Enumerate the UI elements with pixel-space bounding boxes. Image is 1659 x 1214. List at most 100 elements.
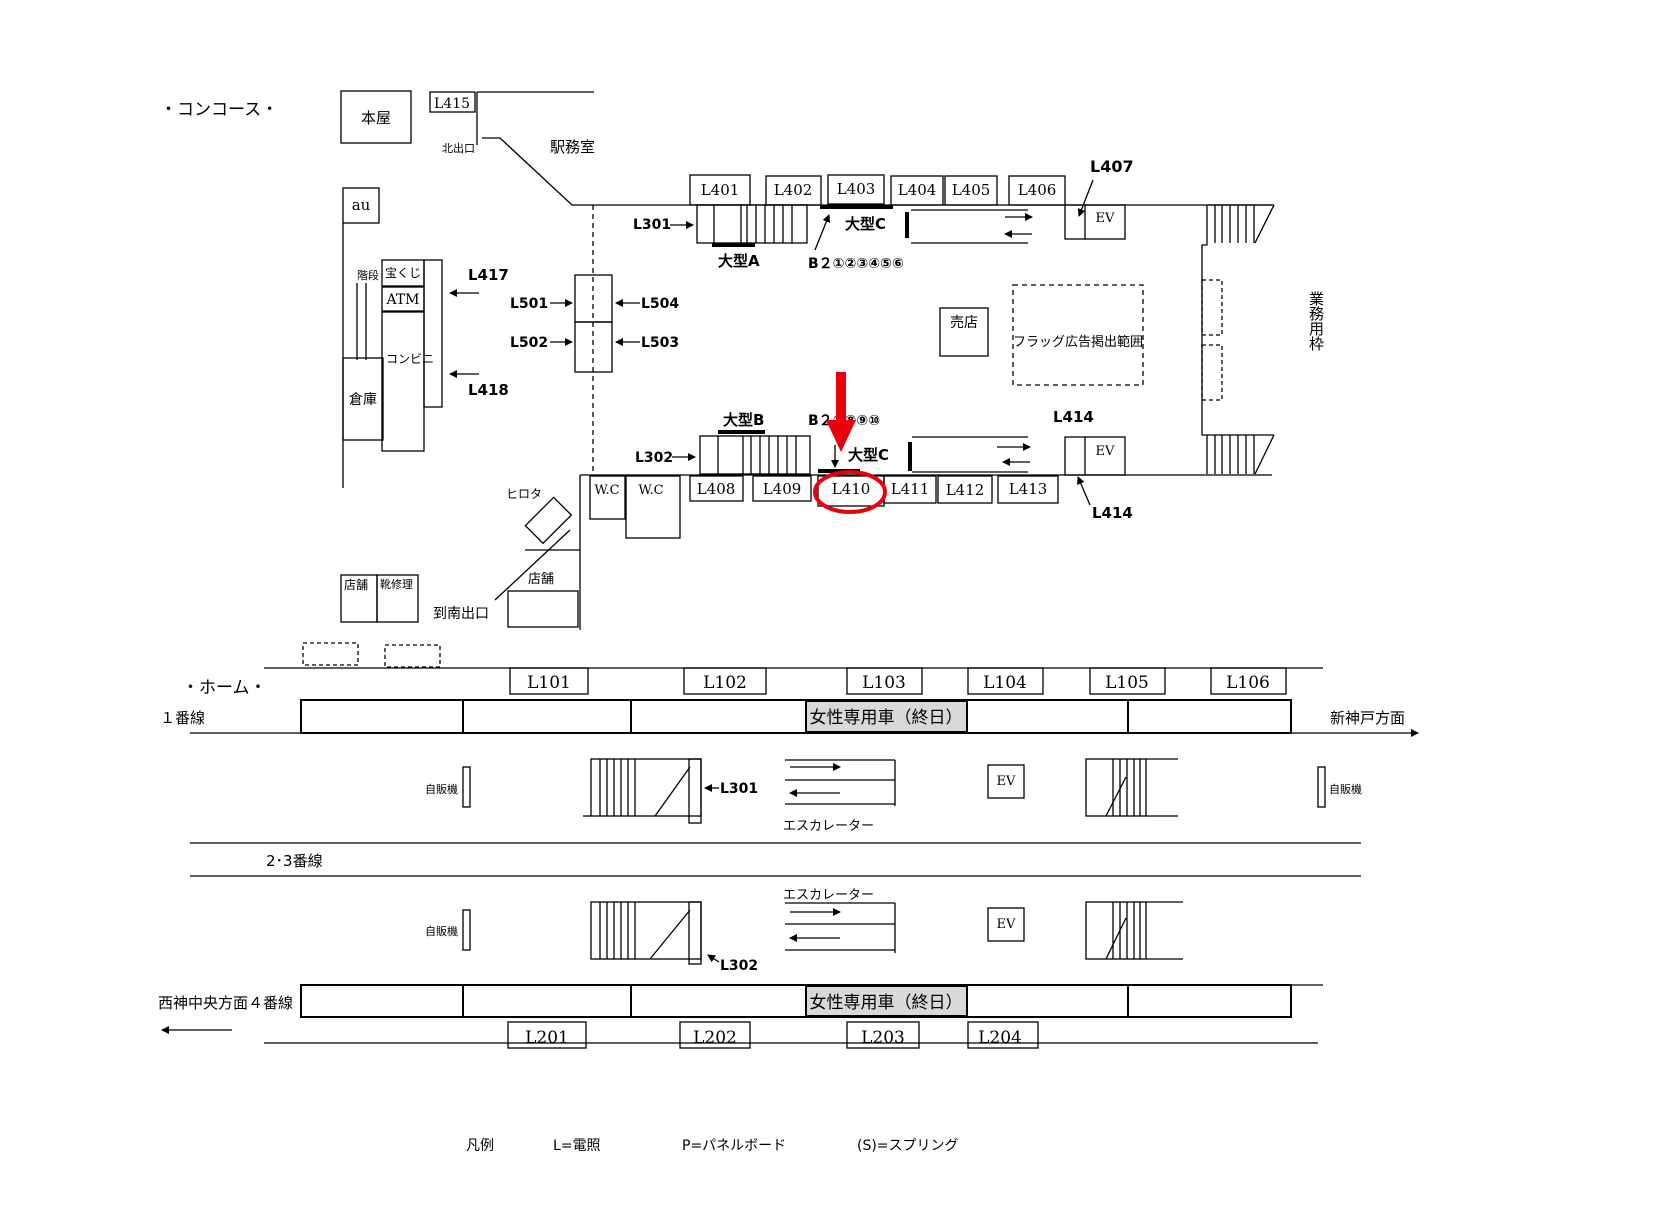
l203-label: L203	[861, 1028, 905, 1048]
north-exit-label: 北出口	[442, 141, 475, 155]
l413-label: L413	[1009, 480, 1048, 498]
dashed-box-1	[302, 642, 359, 666]
l204-label: L204	[978, 1028, 1022, 1048]
hirota-label: ヒロタ	[506, 487, 542, 501]
l502-label: L502	[510, 335, 548, 351]
shinkobe-label: 新神戸方面	[1330, 709, 1405, 727]
konbini-label: コンビニ	[386, 352, 434, 366]
vending-upper-left-label: 自販機	[425, 782, 458, 796]
office-wall	[482, 137, 1272, 206]
l204-box	[967, 1021, 1039, 1049]
legend-p: P=パネルボード	[682, 1138, 786, 1154]
platform-stairs-lower	[590, 901, 702, 965]
wc-label: W.C	[638, 483, 663, 498]
gyomu-wall	[1201, 243, 1208, 436]
track1-train	[300, 699, 1292, 734]
wc-small-label: W.C	[594, 483, 619, 498]
escalator-lower-label: エスカレーター	[783, 888, 874, 903]
l405-label: L405	[952, 181, 991, 199]
stairs-label: 階段	[357, 268, 379, 282]
upper-ev-label: EV	[1096, 211, 1115, 226]
l404-box	[890, 175, 944, 206]
platform-ev-upper-label: EV	[997, 774, 1016, 789]
large-b-label: 大型B	[723, 411, 764, 429]
l104-label: L104	[983, 673, 1027, 693]
l414-lower-label: L414	[1092, 504, 1133, 522]
baiten-box	[939, 307, 989, 357]
track4-label: 西神中央方面４番線	[158, 994, 293, 1012]
gyomu-label: 業務用枠	[1265, 291, 1325, 351]
l418-label: L418	[468, 381, 509, 399]
gyomu-text: 業務用枠	[1265, 291, 1325, 351]
lower-ev-label: EV	[1096, 444, 1115, 459]
konbini-box	[381, 311, 425, 452]
track23-label: 2･3番線	[266, 852, 323, 870]
l415-label: L415	[434, 96, 470, 112]
l406-box	[1008, 175, 1066, 206]
track1-women-label: 女性専用車（終日）	[810, 708, 963, 728]
l407-arrow	[1077, 179, 1094, 217]
platform-stairs-upper-right	[1085, 758, 1178, 817]
flag-ad-area	[1012, 284, 1144, 386]
l408-label: L408	[697, 480, 736, 498]
highlight-marker	[813, 372, 887, 514]
l504-label: L504	[641, 296, 679, 312]
l102-label: L102	[703, 673, 747, 693]
dashed-box-2	[384, 644, 441, 668]
vending-upper-right	[1317, 766, 1326, 808]
l105-box	[1089, 667, 1166, 695]
l102-box	[683, 667, 767, 695]
honya-box	[340, 90, 412, 144]
lower-stairs	[699, 435, 811, 475]
escalator-upper-label: エスカレーター	[783, 819, 874, 834]
l410-label: L410	[832, 480, 871, 498]
gyomu-slot-1	[1201, 279, 1223, 336]
l402-label: L402	[774, 181, 813, 199]
l401-label: L401	[701, 181, 740, 199]
platform-stairs-upper	[583, 758, 702, 824]
platform-title: ・ホーム・	[182, 678, 267, 698]
platform-ev-lower	[987, 907, 1025, 942]
l106-box	[1210, 667, 1287, 695]
tenpo2-label: 店舗	[528, 572, 554, 587]
left-stairs	[356, 283, 367, 360]
l302-label: L302	[635, 450, 673, 466]
legend-l: L=電照	[553, 1138, 601, 1154]
au-box	[342, 187, 380, 224]
baiten-label: 売店	[950, 315, 978, 331]
l414-lower-arrow	[1077, 476, 1091, 506]
l501-label: L501	[510, 296, 548, 312]
upper-escalator	[911, 209, 1033, 244]
l407-label: L407	[1090, 157, 1134, 176]
l202-label: L202	[693, 1028, 737, 1048]
honya-label: 本屋	[361, 109, 391, 127]
l414-upper-label: L414	[1053, 408, 1094, 426]
platform-escalator-lower	[785, 902, 896, 953]
b2-upper-arrow	[814, 214, 831, 251]
south-exit-line-1	[494, 529, 571, 601]
vending-lower-left-label: 自販機	[425, 924, 458, 938]
flag-ad-label: フラッグ広告掲出範囲	[1013, 334, 1143, 350]
l203-box	[846, 1021, 920, 1049]
gyomu-slot-2	[1201, 344, 1223, 401]
l403-box	[827, 174, 885, 205]
l103-label: L103	[862, 673, 906, 693]
highlight-circle	[813, 470, 887, 514]
large-c-upper-label: 大型C	[845, 215, 886, 233]
l412-label: L412	[946, 481, 985, 499]
platform-ev-lower-label: EV	[997, 917, 1016, 932]
l101-label: L101	[527, 673, 571, 693]
b2-upper-label: B２①②③④⑤⑥	[808, 256, 904, 272]
highlight-arrow-shaft	[836, 372, 846, 424]
platform-stairs-lower-right	[1085, 901, 1183, 960]
takarakuji-label: 宝くじ	[385, 266, 421, 280]
l417-label: L417	[468, 266, 509, 284]
track4-train	[300, 984, 1292, 1018]
vending-upper-right-label: 自販機	[1329, 782, 1362, 796]
l411-label: L411	[891, 480, 930, 498]
l413-box	[997, 475, 1059, 504]
l104-box	[967, 667, 1044, 695]
platform-l302-arrow	[707, 954, 720, 963]
station-office-label: 駅務室	[550, 138, 595, 156]
highlight-arrow-head	[826, 420, 856, 452]
